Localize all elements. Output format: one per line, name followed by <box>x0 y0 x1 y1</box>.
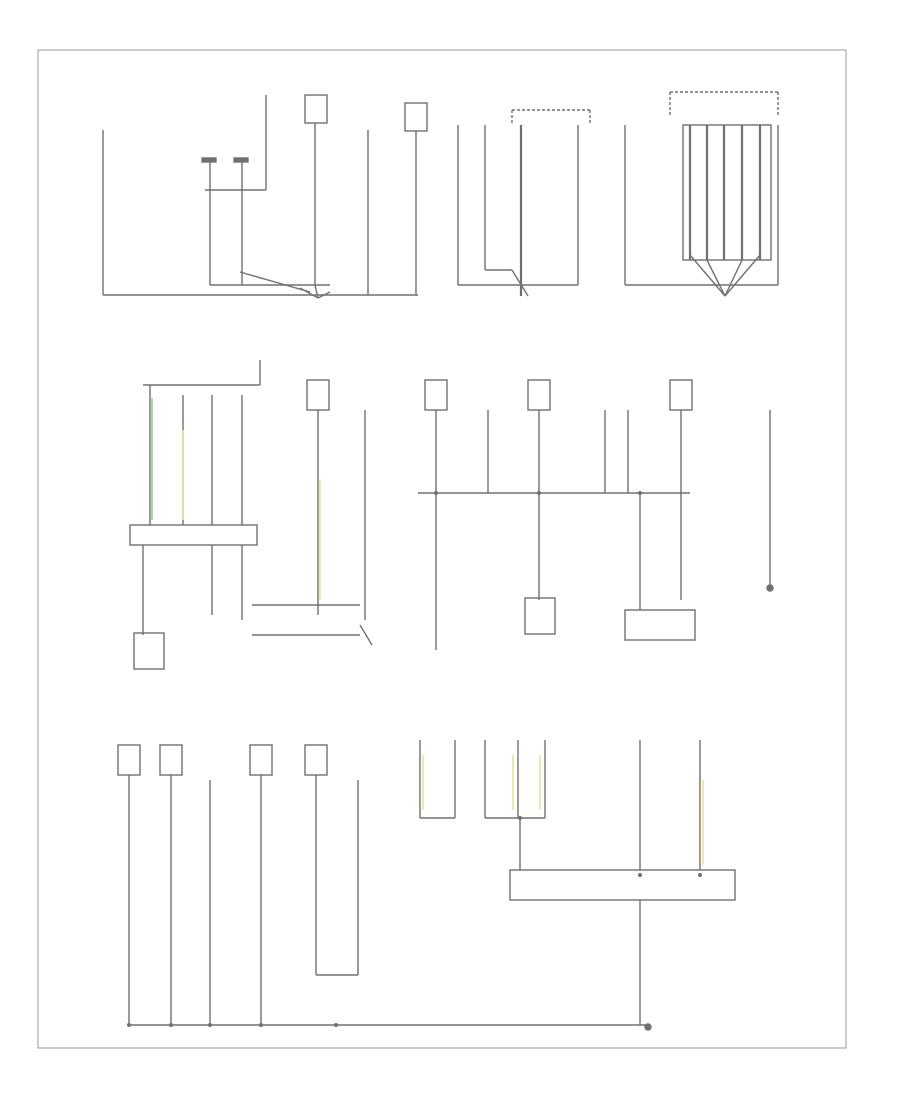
diagram-frame <box>37 49 847 1049</box>
ground-point <box>644 1023 652 1031</box>
component-box <box>117 744 141 776</box>
row-2-section <box>129 360 774 670</box>
highlighted-wires <box>151 398 704 865</box>
component-box <box>524 597 556 635</box>
component-box <box>424 379 448 411</box>
component-box <box>133 632 165 670</box>
component-box <box>304 94 328 124</box>
component-box <box>669 379 693 411</box>
row-3-section <box>117 740 736 1031</box>
connector-dots <box>127 491 702 1027</box>
component-box <box>527 379 551 411</box>
component-box <box>404 102 428 132</box>
ground-point <box>766 584 774 592</box>
component-box <box>159 744 183 776</box>
component-box <box>249 744 273 776</box>
component-box <box>306 379 330 411</box>
component-box <box>304 744 328 776</box>
row-1-section <box>102 91 779 299</box>
